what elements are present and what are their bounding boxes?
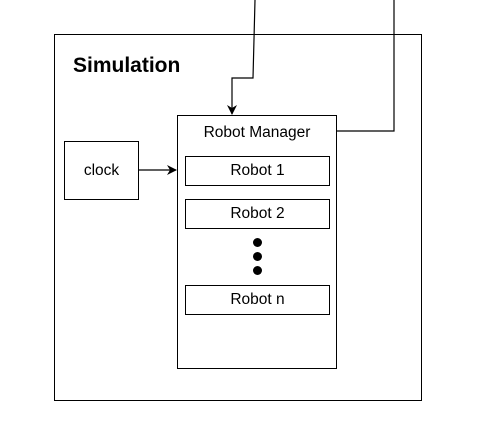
simulation-container [54,34,422,401]
robot-label: Robot 1 [230,162,285,179]
robot-manager-title: Robot Manager [203,124,311,141]
robot-box-n: Robot n [185,285,330,315]
robot-label: Robot n [230,291,285,308]
robot-box-2: Robot 2 [185,199,330,229]
ellipsis-dot [253,252,262,261]
incoming-arrow [227,0,256,115]
robot-box-1: Robot 1 [185,156,330,186]
ellipsis-dot [253,238,262,247]
clock-box: clock [64,141,139,200]
simulation-title: Simulation [73,54,181,77]
outgoing-connector [337,0,395,132]
robot-label: Robot 2 [230,205,285,222]
clock-label: clock [83,161,120,179]
ellipsis-dot [253,266,262,275]
